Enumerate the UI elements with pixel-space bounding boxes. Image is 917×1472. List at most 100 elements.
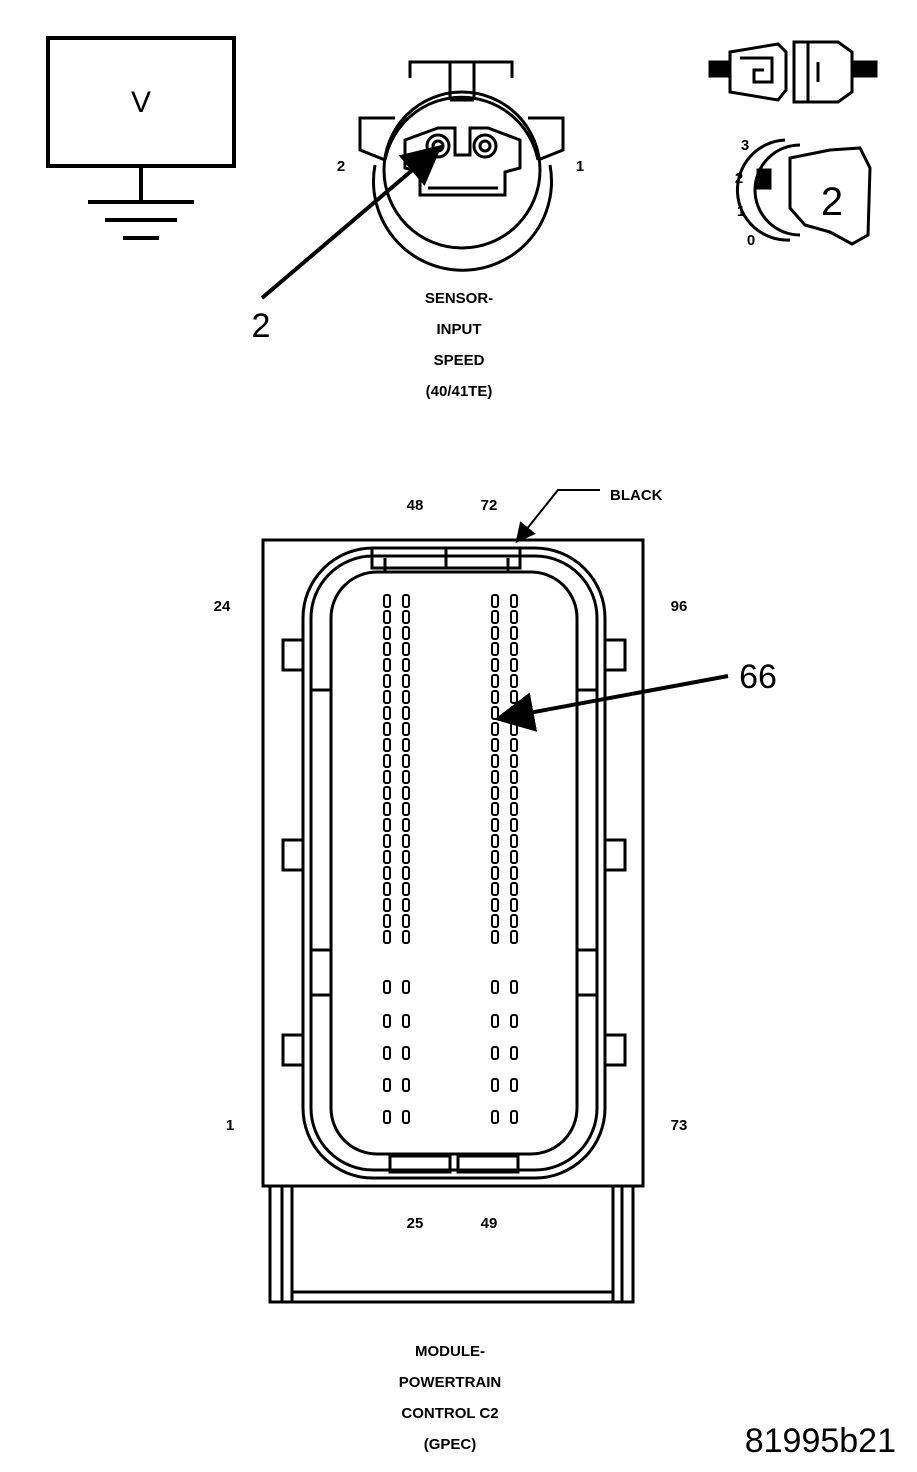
pin-cavity [491,738,499,752]
pin-cavity [402,930,410,944]
pin-cavity [510,770,518,784]
pin-cavity [510,850,518,864]
module-title-line: (GPEC) [424,1436,477,1453]
pin-cavity [383,1110,391,1124]
pin-cavity [402,882,410,896]
pin-cavity [510,980,518,994]
pin-cavity [383,722,391,736]
pin-cavity [383,626,391,640]
pin-cavity [383,802,391,816]
pin-cavity [491,818,499,832]
pin-cavity [402,866,410,880]
pin-cavity [510,722,518,736]
pin-cavity [402,834,410,848]
sensor-title-line: INPUT [437,321,482,338]
probe-number: 2 [821,180,843,224]
pin-cavity [491,930,499,944]
pin-cavity [510,834,518,848]
pin-cavity [510,802,518,816]
module-side-label: 24 [214,598,231,615]
pin-cavity [383,850,391,864]
pin-cavity [491,786,499,800]
pin-cavity [510,690,518,704]
pin-cavity [402,914,410,928]
sensor-title-line: SENSOR- [425,290,493,307]
sensor-connector-icon [358,60,565,272]
pin-cavity [383,674,391,688]
pin-cavity [491,754,499,768]
pin-cavity [383,1046,391,1060]
pin-cavity [383,1014,391,1028]
meter-symbol: V [131,86,151,119]
pin-cavity [491,610,499,624]
pin-cavities [383,594,518,1124]
pin-cavity [383,770,391,784]
pin-cavity [383,642,391,656]
pin-cavity [402,802,410,816]
pin-cavity [402,898,410,912]
pin-cavity [510,818,518,832]
pin-cavity [491,866,499,880]
sensor-callout-arrow [260,144,443,300]
probe-scale-label: 1 [737,203,745,220]
sensor-pin-right: 1 [576,158,584,175]
module-callout-arrow [494,674,729,732]
pin-cavity [383,610,391,624]
pin-cavity [383,658,391,672]
pin-cavity [491,850,499,864]
pin-cavity [510,1046,518,1060]
pin-cavity [491,914,499,928]
pin-cavity [402,594,410,608]
pin-cavity [491,1014,499,1028]
module-top-label: 72 [481,497,498,514]
pin-cavity [510,866,518,880]
pin-cavity [383,866,391,880]
pin-cavity [402,642,410,656]
pin-cavity [402,786,410,800]
pin-cavity [491,674,499,688]
pin-cavity [402,1046,410,1060]
pin-cavity [510,1110,518,1124]
module-top-label: 48 [407,497,424,514]
pin-cavity [491,834,499,848]
module-side-label: 1 [226,1117,234,1134]
pin-cavity [402,610,410,624]
pin-cavity [491,642,499,656]
pin-cavity [510,642,518,656]
pin-cavity [510,754,518,768]
pin-cavity [402,770,410,784]
pin-cavity [383,818,391,832]
pin-cavity [510,786,518,800]
pin-cavity [491,706,499,720]
pin-cavity [510,930,518,944]
module-side-label: 96 [671,598,688,615]
pin-cavity [383,834,391,848]
voltmeter-icon [46,36,236,240]
pin-cavity [383,1078,391,1092]
pin-cavity [491,898,499,912]
pin-cavity [402,658,410,672]
module-title-line: CONTROL C2 [401,1405,498,1422]
pin-cavity [491,770,499,784]
pin-cavity [491,1110,499,1124]
pin-cavity [510,882,518,896]
module-color-label: BLACK [610,487,663,504]
pin-cavity [383,594,391,608]
module-side-label: 73 [671,1117,688,1134]
sensor-pin-left: 2 [337,158,345,175]
module-title-line: MODULE- [415,1343,485,1360]
pin-cavity [491,722,499,736]
pin-cavity [510,658,518,672]
pin-cavity [402,738,410,752]
pin-cavity [510,674,518,688]
pin-cavity [491,594,499,608]
module-bottom-label: 49 [481,1215,498,1232]
pin-cavity [383,980,391,994]
pin-cavity [491,626,499,640]
pin-cavity [383,706,391,720]
pin-cavity [383,898,391,912]
pin-cavity [402,1110,410,1124]
pin-cavity [402,1078,410,1092]
